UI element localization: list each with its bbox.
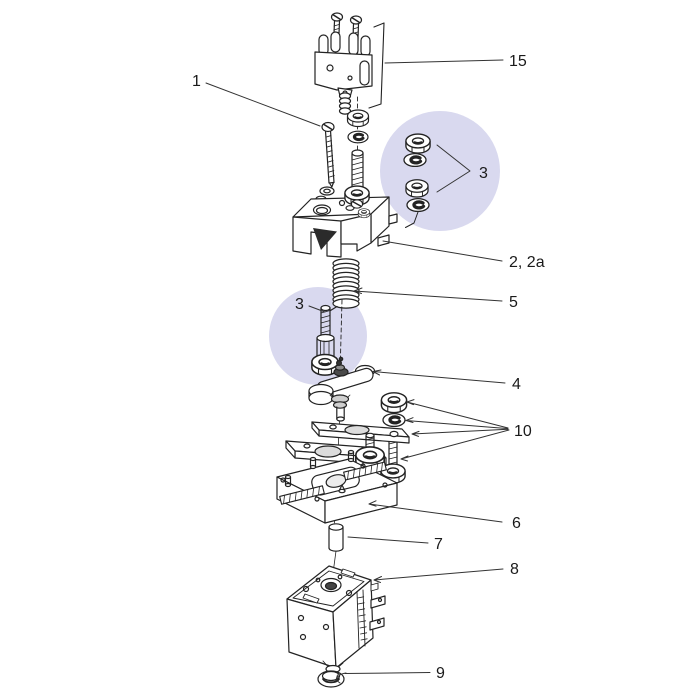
callout-8-label: 8 — [510, 561, 519, 578]
callout-9-label: 9 — [436, 665, 445, 682]
centerline-lower — [339, 299, 343, 375]
callout-5-label: 5 — [509, 294, 518, 311]
callout-15-label: 15 — [509, 53, 527, 70]
part-contact-arm — [308, 356, 376, 422]
callout-3-lower-label: 3 — [295, 296, 304, 313]
leader-4 — [372, 369, 506, 384]
callout-2-2a-label: 2, 2a — [509, 254, 545, 271]
switch-return-spring — [338, 92, 352, 115]
part-upper-plate — [311, 421, 410, 444]
part-long-screw — [311, 121, 335, 210]
part-plunger-bolt — [310, 304, 340, 377]
hardware-group-3 — [402, 133, 431, 228]
leader-7 — [347, 536, 429, 544]
leader-8 — [373, 568, 504, 583]
part-upper-housing — [292, 196, 398, 258]
leader-9 — [335, 672, 431, 684]
leader-5 — [353, 287, 503, 302]
part-lower-plate — [285, 432, 387, 471]
part-spacer-sleeve — [328, 523, 344, 552]
leader-10 — [400, 399, 510, 462]
callout-6-label: 6 — [512, 515, 521, 532]
bracket-15 — [368, 22, 385, 109]
leader-3-top — [436, 144, 471, 193]
callout-7-label: 7 — [434, 536, 443, 553]
part-coil-spring — [329, 258, 360, 312]
leader-6 — [368, 500, 503, 523]
leader-lines — [205, 59, 510, 684]
leader-3-lower — [308, 305, 326, 313]
leader-15 — [384, 59, 504, 64]
callout-4-label: 4 — [512, 376, 521, 393]
part-base-block — [276, 449, 398, 524]
part-grommet — [317, 670, 345, 688]
leader-2-2a — [382, 240, 503, 262]
part-threaded-stud — [344, 149, 371, 219]
callout-1-label: 1 — [192, 73, 201, 90]
part-coil-box — [286, 565, 386, 674]
leader-1 — [205, 82, 321, 127]
callout-3-top-label: 3 — [479, 165, 488, 182]
part-micro-switch — [314, 12, 385, 115]
callout-10-label: 10 — [514, 423, 532, 440]
